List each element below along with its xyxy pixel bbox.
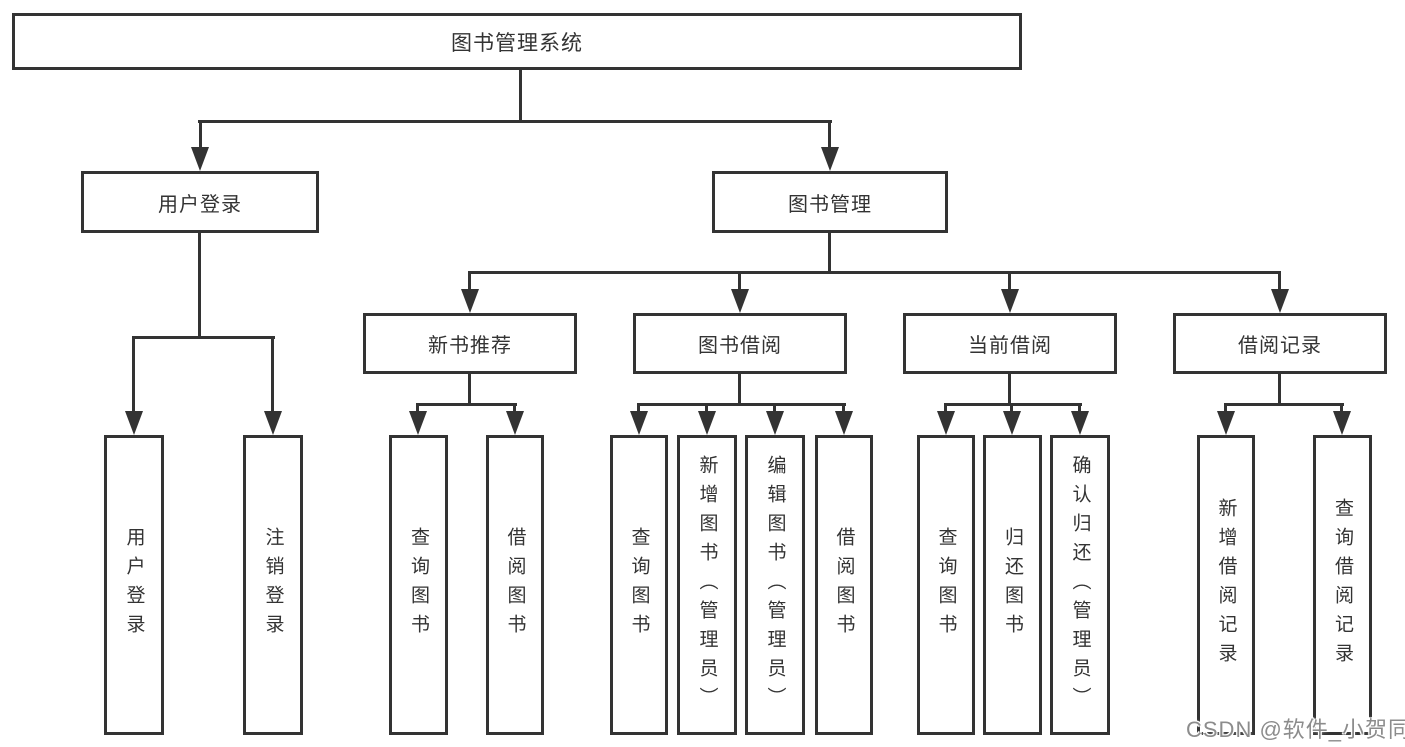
connector-stem	[828, 233, 831, 274]
leaf-current-query-books: 查询图书	[917, 435, 975, 735]
leaf-recommend-query-books-label: 查询图书	[408, 527, 429, 643]
leaf-borrowing-query-books: 查询图书	[610, 435, 668, 735]
node-user-login: 用户登录	[81, 171, 319, 233]
connector-drop	[199, 120, 202, 149]
arrowhead-down	[461, 289, 479, 313]
arrowhead-down	[731, 289, 749, 313]
node-current-borrowing: 当前借阅	[903, 313, 1117, 374]
connector-bar	[1226, 403, 1344, 406]
connector-stem	[519, 70, 522, 121]
node-book-borrowing-label: 图书借阅	[698, 335, 782, 357]
leaf-borrowing-borrow-books: 借阅图书	[815, 435, 873, 735]
arrowhead-down	[835, 411, 853, 435]
connector-drop	[1008, 271, 1011, 291]
node-book-management-label: 图书管理	[788, 193, 872, 216]
connector-drop	[842, 403, 845, 413]
node-library-system: 图书管理系统	[12, 13, 1022, 70]
arrowhead-down	[191, 147, 209, 171]
watermark-csdn: CSDN @软件_小贺同学	[1186, 717, 1405, 742]
leaf-add-books-admin: 新增图书（管理员）	[677, 435, 737, 735]
arrowhead-down	[1333, 411, 1351, 435]
connector-drop	[828, 120, 831, 149]
arrowhead-down	[1003, 411, 1021, 435]
leaf-recommend-query-books: 查询图书	[389, 435, 448, 735]
leaf-query-borrow-record: 查询借阅记录	[1313, 435, 1372, 735]
connector-drop	[1278, 271, 1281, 291]
arrowhead-down	[506, 411, 524, 435]
leaf-user-login: 用户登录	[104, 435, 164, 735]
connector-bar	[133, 336, 275, 339]
leaf-return-books: 归还图书	[983, 435, 1042, 735]
leaf-edit-books-admin: 编辑图书（管理员）	[745, 435, 805, 735]
node-current-borrowing-label: 当前借阅	[968, 335, 1052, 357]
connector-drop	[1224, 403, 1227, 413]
connector-drop	[468, 271, 471, 291]
arrowhead-down	[1271, 289, 1289, 313]
arrowhead-down	[1217, 411, 1235, 435]
connector-drop	[637, 403, 640, 413]
connector-bar	[639, 403, 846, 406]
connector-drop	[705, 403, 708, 413]
node-borrowing-records: 借阅记录	[1173, 313, 1387, 374]
connector-bar	[198, 120, 832, 123]
leaf-borrowing-borrow-books-label: 借阅图书	[833, 527, 855, 643]
connector-drop	[944, 403, 947, 413]
arrowhead-down	[1001, 289, 1019, 313]
connector-drop	[416, 403, 419, 413]
connector-stem	[468, 374, 471, 406]
arrowhead-down	[264, 411, 282, 435]
arrowhead-down	[1071, 411, 1089, 435]
leaf-confirm-return-admin: 确认归还（管理员）	[1050, 435, 1110, 735]
node-new-book-recommend-label: 新书推荐	[428, 335, 512, 357]
connector-drop	[132, 336, 135, 413]
connector-stem	[1008, 374, 1011, 406]
connector-stem	[738, 374, 741, 406]
leaf-recommend-borrow-books-label: 借阅图书	[504, 527, 526, 643]
connector-drop	[513, 403, 516, 413]
connector-drop	[271, 336, 274, 413]
leaf-confirm-return-admin-label: 确认归还（管理员）	[1069, 454, 1091, 716]
arrowhead-down	[409, 411, 427, 435]
leaf-add-borrow-record-label: 新增借阅记录	[1215, 498, 1237, 672]
leaf-add-borrow-record: 新增借阅记录	[1197, 435, 1255, 735]
node-user-login-label: 用户登录	[158, 193, 242, 216]
connector-stem	[198, 233, 201, 338]
arrowhead-down	[698, 411, 716, 435]
connector-drop	[1078, 403, 1081, 413]
leaf-current-query-books-label: 查询图书	[935, 527, 957, 643]
node-book-management: 图书管理	[712, 171, 948, 233]
arrowhead-down	[937, 411, 955, 435]
leaf-add-books-admin-label: 新增图书（管理员）	[696, 454, 718, 716]
connector-drop	[773, 403, 776, 413]
connector-bar	[946, 403, 1082, 406]
node-borrowing-records-label: 借阅记录	[1238, 335, 1322, 357]
connector-bar	[469, 271, 1281, 274]
arrowhead-down	[630, 411, 648, 435]
connector-drop	[1340, 403, 1343, 413]
leaf-logout-label: 注销登录	[262, 527, 284, 643]
connector-stem	[1278, 374, 1281, 406]
arrowhead-down	[125, 411, 143, 435]
leaf-recommend-borrow-books: 借阅图书	[486, 435, 544, 735]
arrowhead-down	[766, 411, 784, 435]
connector-drop	[1010, 403, 1013, 413]
connector-bar	[418, 403, 517, 406]
leaf-user-login-label: 用户登录	[123, 527, 145, 643]
leaf-logout: 注销登录	[243, 435, 303, 735]
leaf-borrowing-query-books-label: 查询图书	[628, 527, 650, 643]
leaf-return-books-label: 归还图书	[1002, 527, 1023, 643]
leaf-edit-books-admin-label: 编辑图书（管理员）	[764, 454, 786, 716]
connector-drop	[738, 271, 741, 291]
node-book-borrowing: 图书借阅	[633, 313, 847, 374]
node-new-book-recommend: 新书推荐	[363, 313, 577, 374]
node-library-system-label: 图书管理系统	[451, 31, 583, 55]
leaf-query-borrow-record-label: 查询借阅记录	[1332, 498, 1353, 672]
arrowhead-down	[821, 147, 839, 171]
